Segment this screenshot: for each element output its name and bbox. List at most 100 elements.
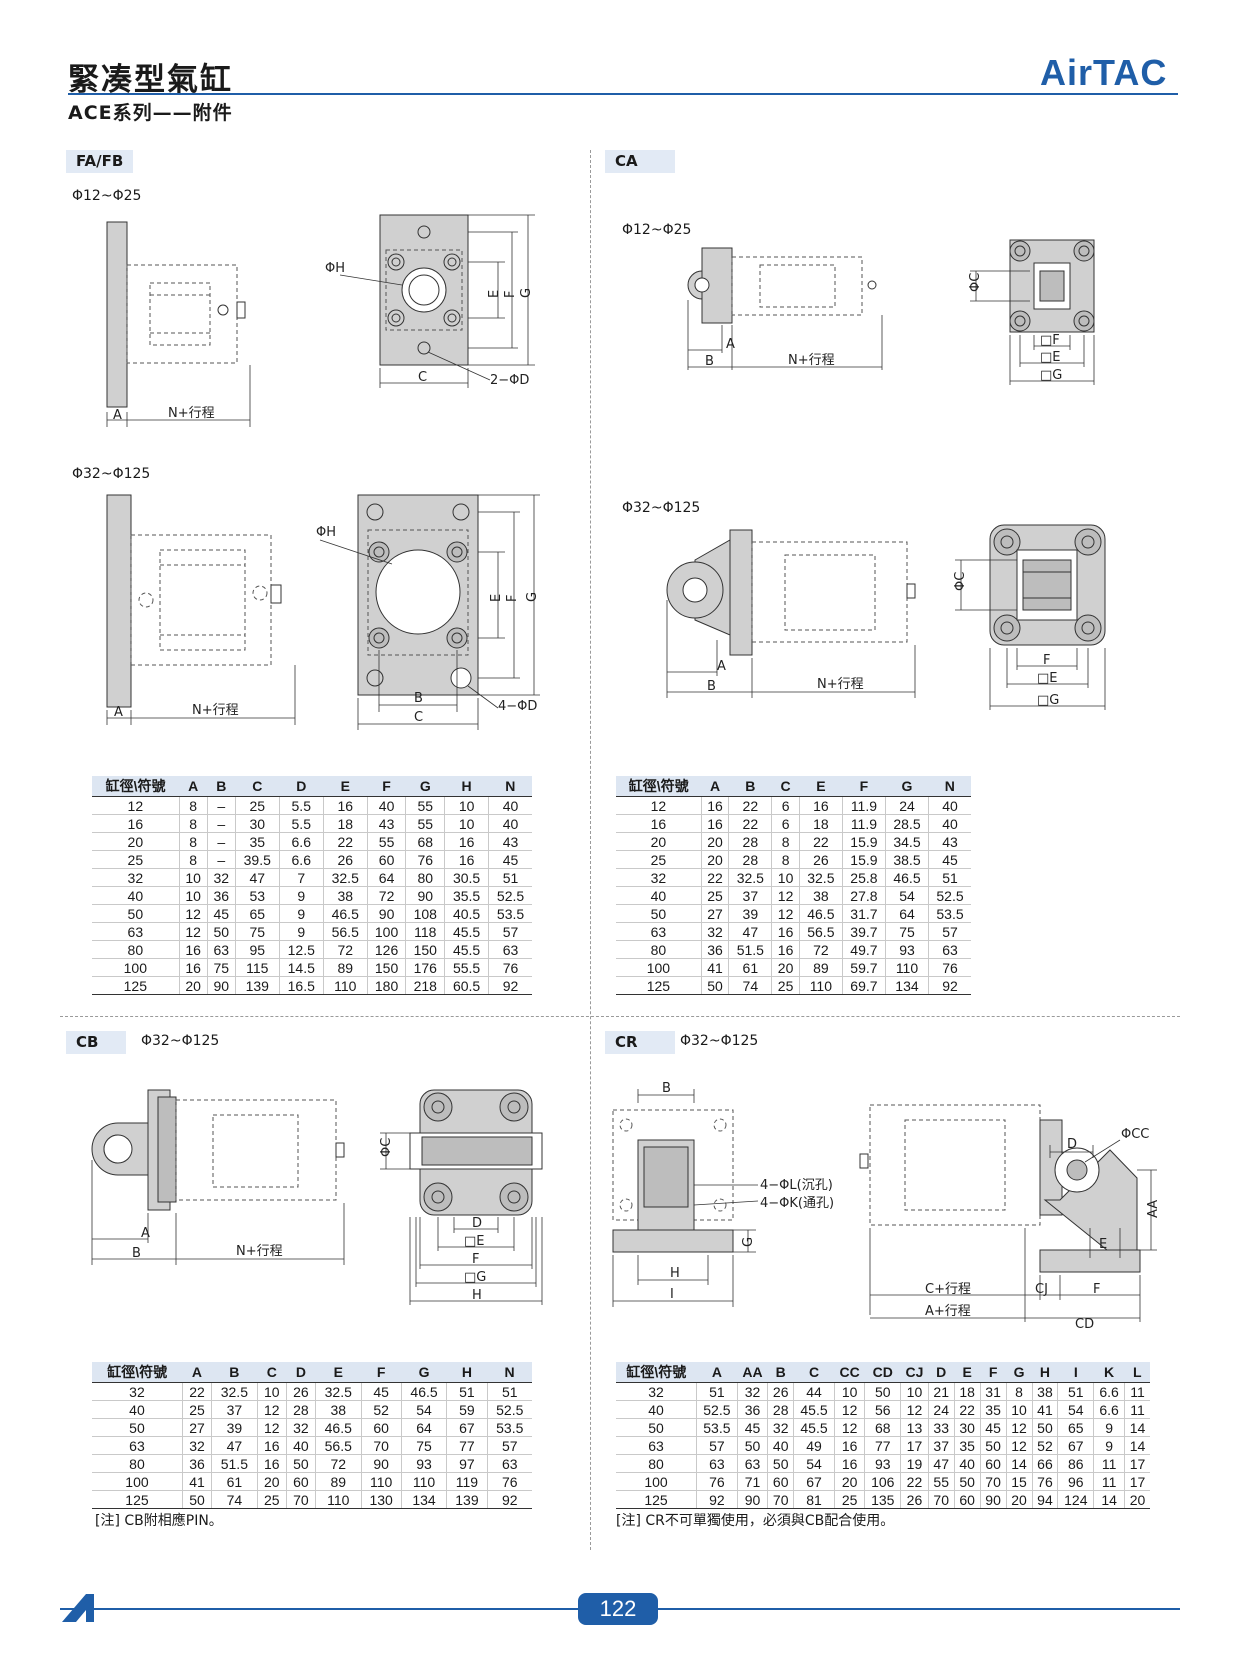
table-cell: – [206, 796, 236, 815]
table-cell: 15.9 [841, 850, 886, 869]
table-cell: 21 [927, 1382, 955, 1401]
table-cell: 31.7 [841, 904, 886, 923]
cb-dim-b: B [132, 1246, 141, 1261]
table-cell: 89 [798, 958, 843, 977]
cr-dim-e: E [1099, 1237, 1107, 1252]
table-cell: 12 [178, 922, 208, 941]
column-header: B [211, 1362, 258, 1383]
table-cell: 45 [488, 850, 532, 869]
cb-sq-e: □E [464, 1234, 485, 1249]
table-cell: 89 [314, 1472, 362, 1491]
table-cell: 16 [178, 958, 208, 977]
ca-large-dim-n: N+行程 [817, 677, 864, 692]
column-header: H [444, 776, 489, 797]
table-cell: 53.5 [696, 1418, 738, 1437]
table-cell: 60 [953, 1490, 981, 1509]
table-cell: 6 [771, 814, 800, 833]
table-cell: 90 [206, 976, 236, 995]
cb-dim-d: D [472, 1216, 482, 1231]
table-cell: 56.5 [322, 922, 368, 941]
table-cell: 45 [979, 1418, 1007, 1437]
ca-small-sq-e: □E [1040, 350, 1061, 365]
table-cell: 43 [488, 832, 532, 851]
table-cell: 14.5 [278, 958, 324, 977]
table-cell: 52 [360, 1400, 402, 1419]
table-cell: 24 [884, 796, 929, 815]
table-cell: 51 [928, 868, 971, 887]
table-cell: 76 [488, 958, 532, 977]
table-cell: 139 [234, 976, 280, 995]
table-cell: 51 [446, 1382, 487, 1401]
table-cell: 32 [92, 1382, 183, 1401]
column-header: A [182, 1362, 212, 1383]
table-cell: 55 [405, 814, 445, 833]
table-cell: 11 [1124, 1400, 1150, 1419]
cr-4phik: 4−ΦK(通孔) [760, 1196, 834, 1211]
table-cell: 76 [486, 1472, 532, 1491]
table-cell: 38 [322, 886, 368, 905]
table-cell: 11 [1124, 1382, 1150, 1401]
table-cell: 95 [234, 940, 280, 959]
column-header: 缸徑\符號 [92, 1362, 183, 1383]
table-cell: 8 [178, 814, 208, 833]
table-cell: 90 [405, 886, 445, 905]
table-cell: 19 [900, 1454, 929, 1473]
ca-small-dim-n: N+行程 [788, 353, 835, 368]
table-cell: 59.7 [841, 958, 886, 977]
table-cell: 39 [211, 1418, 258, 1437]
table-cell: 53.5 [928, 904, 971, 923]
fafb-large-4phid: 4−ΦD [498, 699, 537, 714]
column-header: N [928, 776, 971, 797]
table-cell: 218 [405, 976, 445, 995]
table-cell: 72 [322, 940, 368, 959]
fafb-small-dim-c: C [418, 370, 427, 385]
table-cell: 100 [366, 922, 406, 941]
table-cell: 54 [884, 886, 929, 905]
table-cell: 63 [486, 1454, 532, 1473]
cb-dim-h: H [472, 1288, 482, 1303]
table-cell: 90 [366, 904, 406, 923]
ca-small-sq-g: □G [1040, 368, 1062, 383]
table-cell: 20 [256, 1472, 287, 1491]
table-cell: 47 [728, 922, 772, 941]
table-cell: 92 [696, 1490, 738, 1509]
horizontal-divider [60, 1016, 1180, 1017]
table-cell: 10 [178, 886, 208, 905]
table-cell: 16 [700, 796, 729, 815]
column-header: G [885, 776, 929, 797]
table-cell: 9 [1093, 1436, 1125, 1455]
cb-side-drawing: A B N+行程 [91, 1089, 345, 1265]
table-cell: 125 [92, 1490, 183, 1509]
page-subtitle: ACE系列——附件 [68, 102, 233, 124]
table-cell: 32 [700, 922, 729, 941]
column-header: CD [864, 1362, 901, 1383]
table-cell: 16 [771, 940, 800, 959]
table-cell: 150 [366, 958, 406, 977]
table-cell: 38.5 [884, 850, 929, 869]
table-cell: 110 [798, 976, 843, 995]
table-cell: 47 [234, 868, 280, 887]
table-cell: 20 [1005, 1490, 1032, 1509]
tab-cr: CR [605, 1031, 675, 1054]
table-cell: 39.5 [234, 850, 280, 869]
table-cell: 37 [211, 1400, 258, 1419]
table-cell: 27.8 [841, 886, 886, 905]
table-cell: 16 [616, 814, 702, 833]
table-cell: 56 [864, 1400, 901, 1419]
table-cell: 125 [616, 1490, 697, 1509]
